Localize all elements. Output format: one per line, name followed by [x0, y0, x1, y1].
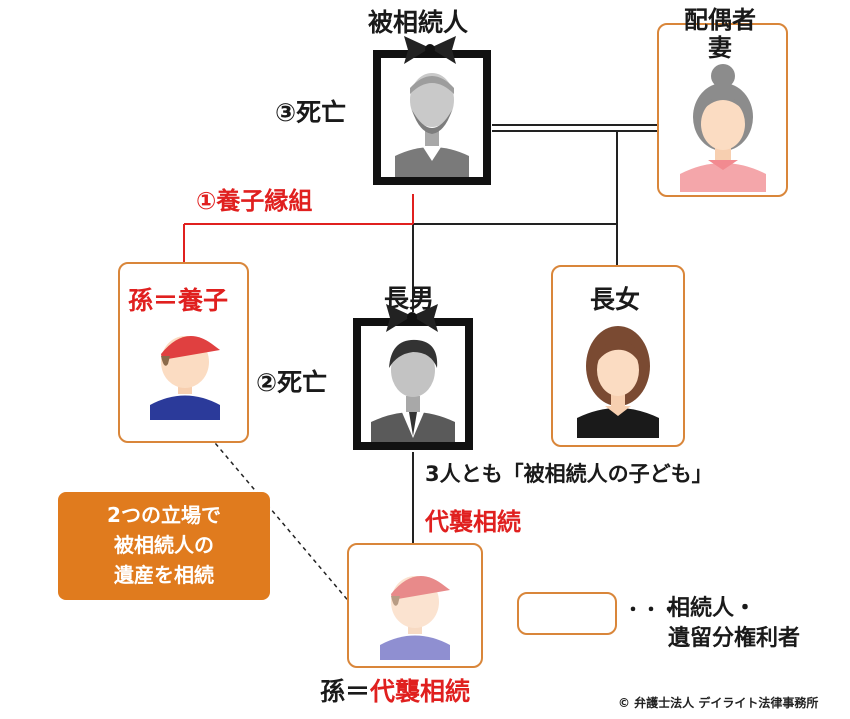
boy-cap-faded-icon — [380, 576, 450, 660]
eldest-son-portrait-frame — [353, 318, 473, 450]
eldest-daughter-label: 長女 — [590, 285, 641, 314]
boy-cap-icon — [150, 336, 220, 420]
businessman-icon — [371, 339, 455, 442]
eldest-son-label: 長男 — [384, 284, 435, 313]
note-line1: 2つの立場で — [107, 503, 221, 527]
representation-label: 代襲相続 — [425, 508, 521, 536]
note-line3: 遺産を相続 — [114, 563, 214, 587]
copyright-text: © 弁護士法人 デイライト法律事務所 — [618, 696, 819, 710]
spouse-label-line2: 妻 — [708, 34, 732, 62]
decedent-death-label: ③死亡 — [275, 98, 347, 127]
elderly-man-icon — [395, 73, 469, 177]
legend-line1: 相続人・ — [668, 596, 757, 621]
legend-line2: 遺留分権利者 — [668, 626, 801, 651]
legend-dots: ・・・ — [624, 600, 678, 621]
grandson-prefix: 孫＝ — [320, 677, 371, 706]
legend-heir-box — [517, 592, 617, 635]
elderly-woman-icon — [680, 64, 766, 192]
son-mourning-ribbon-icon — [386, 304, 438, 332]
son-death-label: ②死亡 — [256, 368, 328, 397]
note-line2: 被相続人の — [114, 533, 214, 557]
spouse-label-line1: 配偶者 — [684, 6, 756, 34]
decedent-mourning-ribbon-icon — [404, 36, 456, 64]
decedent-portrait-frame — [373, 50, 491, 185]
adoption-label: ①養子縁組 — [196, 187, 313, 215]
two-positions-note: 2つの立場で 被相続人の 遺産を相続 — [58, 492, 270, 600]
decedent-label: 被相続人 — [368, 8, 469, 37]
woman-icon — [577, 326, 659, 438]
grandson-adopted-label: 孫＝養子 — [128, 286, 229, 315]
grandson-rep-label: 孫＝代襲相続 — [320, 679, 470, 704]
grandson-rep-suffix: 代襲相続 — [370, 677, 471, 706]
children-note-label: 3人とも「被相続人の子ども」 — [425, 462, 713, 486]
